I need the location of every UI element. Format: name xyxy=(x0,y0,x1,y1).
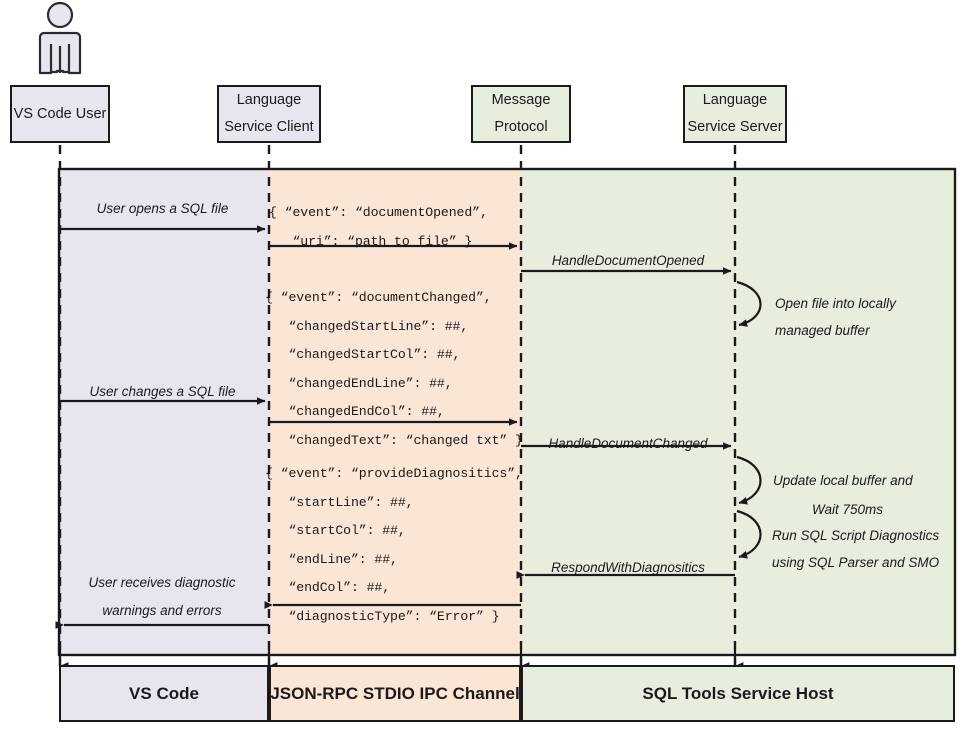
band-json-rpc xyxy=(269,169,521,655)
lifeline-header-vs-code-user[interactable]: VS Code User xyxy=(10,85,110,143)
lifeline-header-line2: Protocol xyxy=(494,119,548,135)
message-label-user-receives-diagnostics-line2: warnings and errors xyxy=(102,603,222,618)
message-label-user-opens-sql-file: User opens a SQL file xyxy=(96,201,229,216)
lifeline-header-line1: Language xyxy=(236,92,302,109)
lifeline-header-line2: Service Server xyxy=(687,119,783,135)
band-vs-code xyxy=(59,169,269,655)
payload-document-changed-text: { “event”: “documentChanged”, “changedSt… xyxy=(265,290,523,448)
payload-document-opened: { “event”: “documentOpened”, “uri”: “pat… xyxy=(269,199,488,256)
self-label-open-file-into-buffer-line2: managed buffer xyxy=(775,323,870,338)
lifeline-header-language-service-server[interactable]: Language Service Server xyxy=(683,85,787,143)
message-label-handle-document-opened: HandleDocumentOpened xyxy=(551,253,705,268)
self-label-open-file-into-buffer-line1: Open file into locally xyxy=(775,296,896,311)
person-icon xyxy=(38,1,82,75)
footer-cell-json-rpc[interactable]: JSON-RPC STDIO IPC Channel xyxy=(269,665,521,722)
message-label-respond-with-diagnositics: RespondWithDiagnositics xyxy=(551,560,705,575)
self-arrow-update-buffer-wait xyxy=(736,455,762,505)
lifeline-header-message-protocol[interactable]: Message Protocol xyxy=(471,85,571,143)
payload-document-opened-text: { “event”: “documentOpened”, “uri”: “pat… xyxy=(269,205,488,249)
self-arrow-open-file-into-buffer xyxy=(736,280,762,327)
footer-cell-sql-tools[interactable]: SQL Tools Service Host xyxy=(521,665,955,722)
lifeline-header-line1: Message xyxy=(491,92,551,109)
footer-cell-vs-code[interactable]: VS Code xyxy=(59,665,269,722)
payload-provide-diagnositics-text: { “event”: “provideDiagnositics”, “start… xyxy=(265,466,523,624)
self-label-run-sql-diagnostics-line1: Run SQL Script Diagnostics xyxy=(772,528,940,543)
lifeline-header-line2: Service Client xyxy=(224,119,314,135)
message-label-user-changes-sql-file: User changes a SQL file xyxy=(89,384,236,399)
message-label-user-receives-diagnostics-line1: User receives diagnostic xyxy=(88,575,236,590)
lifeline-header-line1: VS Code User xyxy=(13,105,107,122)
message-label-handle-document-changed: HandleDocumentChanged xyxy=(548,436,708,451)
self-label-run-sql-diagnostics-line2: using SQL Parser and SMO xyxy=(772,555,940,570)
payload-provide-diagnositics: { “event”: “provideDiagnositics”, “start… xyxy=(265,460,523,632)
self-label-update-buffer-wait-line1: Update local buffer and xyxy=(773,473,913,488)
self-arrow-run-sql-diagnostics xyxy=(736,509,762,559)
lifeline-header-line1: Language xyxy=(702,92,768,109)
payload-document-changed: { “event”: “documentChanged”, “changedSt… xyxy=(265,284,523,456)
self-label-update-buffer-wait-line2: Wait 750ms xyxy=(812,502,884,517)
band-sql-tools xyxy=(521,169,955,655)
lifeline-header-language-service-client[interactable]: Language Service Client xyxy=(217,85,321,143)
band-border xyxy=(57,167,957,657)
